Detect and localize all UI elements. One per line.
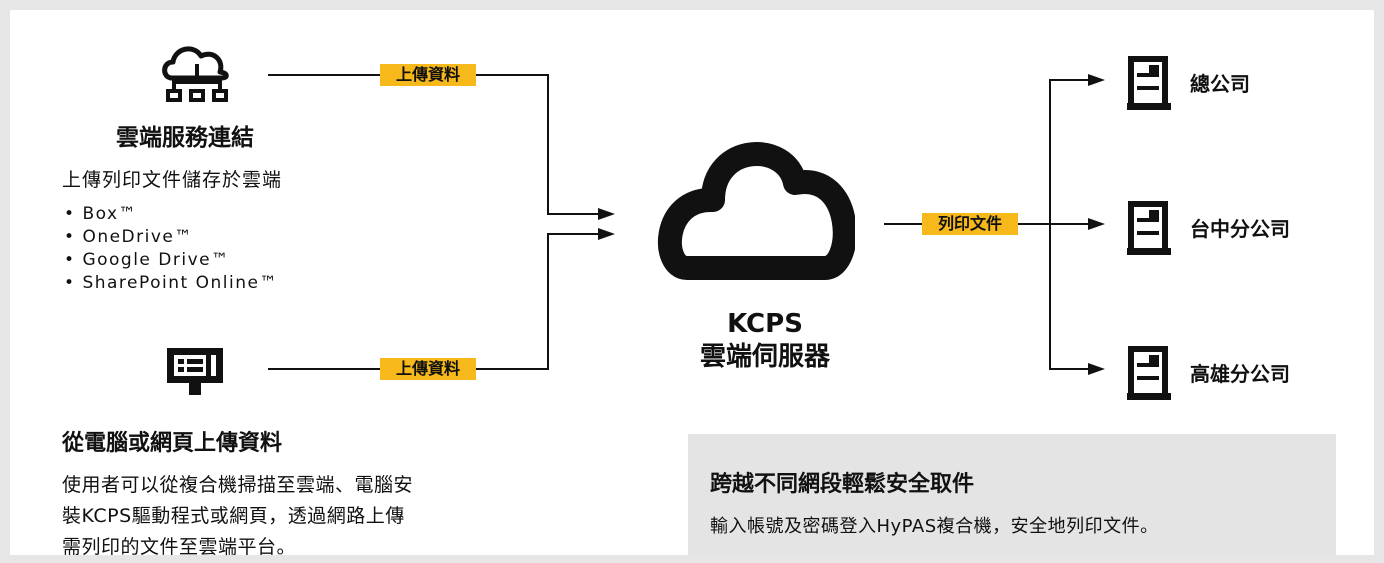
description-line: 裝KCPS驅動程式或網頁，透過網路上傳 <box>62 505 405 527</box>
cloud-services-subtitle: 上傳列印文件儲存於雲端 <box>62 169 283 191</box>
security-note-text: 輸入帳號及密碼登入HyPAS複合機，安全地列印文件。 <box>710 516 1159 537</box>
printer-icon-taichung <box>1127 201 1171 255</box>
monitor-icon <box>167 348 223 395</box>
arrow-line-pc-web <box>268 233 602 370</box>
print-tag: 列印文件 <box>922 213 1018 235</box>
pc-upload-description: 使用者可以從複合機掃描至雲端、電腦安 裝KCPS驅動程式或網頁，透過網路上傳 需… <box>62 470 413 563</box>
arrow-head-taichung <box>1088 218 1105 230</box>
arrow-head-hq <box>1088 74 1105 86</box>
list-item: Google Drive™ <box>64 249 278 272</box>
printer-icon-hq <box>1127 56 1171 110</box>
security-note-title: 跨越不同網段輕鬆安全取件 <box>710 472 975 497</box>
branch-label-hq: 總公司 <box>1190 72 1250 96</box>
list-item: OneDrive™ <box>64 226 278 249</box>
list-item: SharePoint Online™ <box>64 272 278 295</box>
cloud-network-icon <box>162 46 229 102</box>
server-name: KCPS <box>727 309 803 339</box>
server-subtitle: 雲端伺服器 <box>700 342 831 372</box>
arrow-line-cloud-services <box>268 74 602 215</box>
arrow-line-to-hq <box>1049 79 1092 224</box>
cloud-services-list: Box™ OneDrive™ Google Drive™ SharePoint … <box>64 203 278 295</box>
arrow-head-in-top <box>598 208 615 220</box>
description-line: 使用者可以從複合機掃描至雲端、電腦安 <box>62 474 414 496</box>
list-item: Box™ <box>64 203 278 226</box>
cloud-services-title: 雲端服務連結 <box>116 125 254 151</box>
upload-tag-bottom: 上傳資料 <box>380 358 476 380</box>
branch-label-kaohsiung: 高雄分公司 <box>1190 362 1290 386</box>
security-note-box: 跨越不同網段輕鬆安全取件 輸入帳號及密碼登入HyPAS複合機，安全地列印文件。 <box>688 434 1336 555</box>
upload-tag-top: 上傳資料 <box>380 64 476 86</box>
description-line: 需列印的文件至雲端平台。 <box>62 536 297 558</box>
arrow-head-kaohsiung <box>1088 363 1105 375</box>
pc-upload-title: 從電腦或網頁上傳資料 <box>62 431 283 456</box>
printer-icon-kaohsiung <box>1127 346 1171 400</box>
arrow-line-to-kaohsiung <box>1049 224 1092 370</box>
cloud-icon <box>658 142 855 280</box>
arrow-head-in-bottom <box>598 228 615 240</box>
branch-label-taichung: 台中分公司 <box>1190 217 1290 241</box>
server-label: KCPS 雲端伺服器 <box>700 308 830 374</box>
